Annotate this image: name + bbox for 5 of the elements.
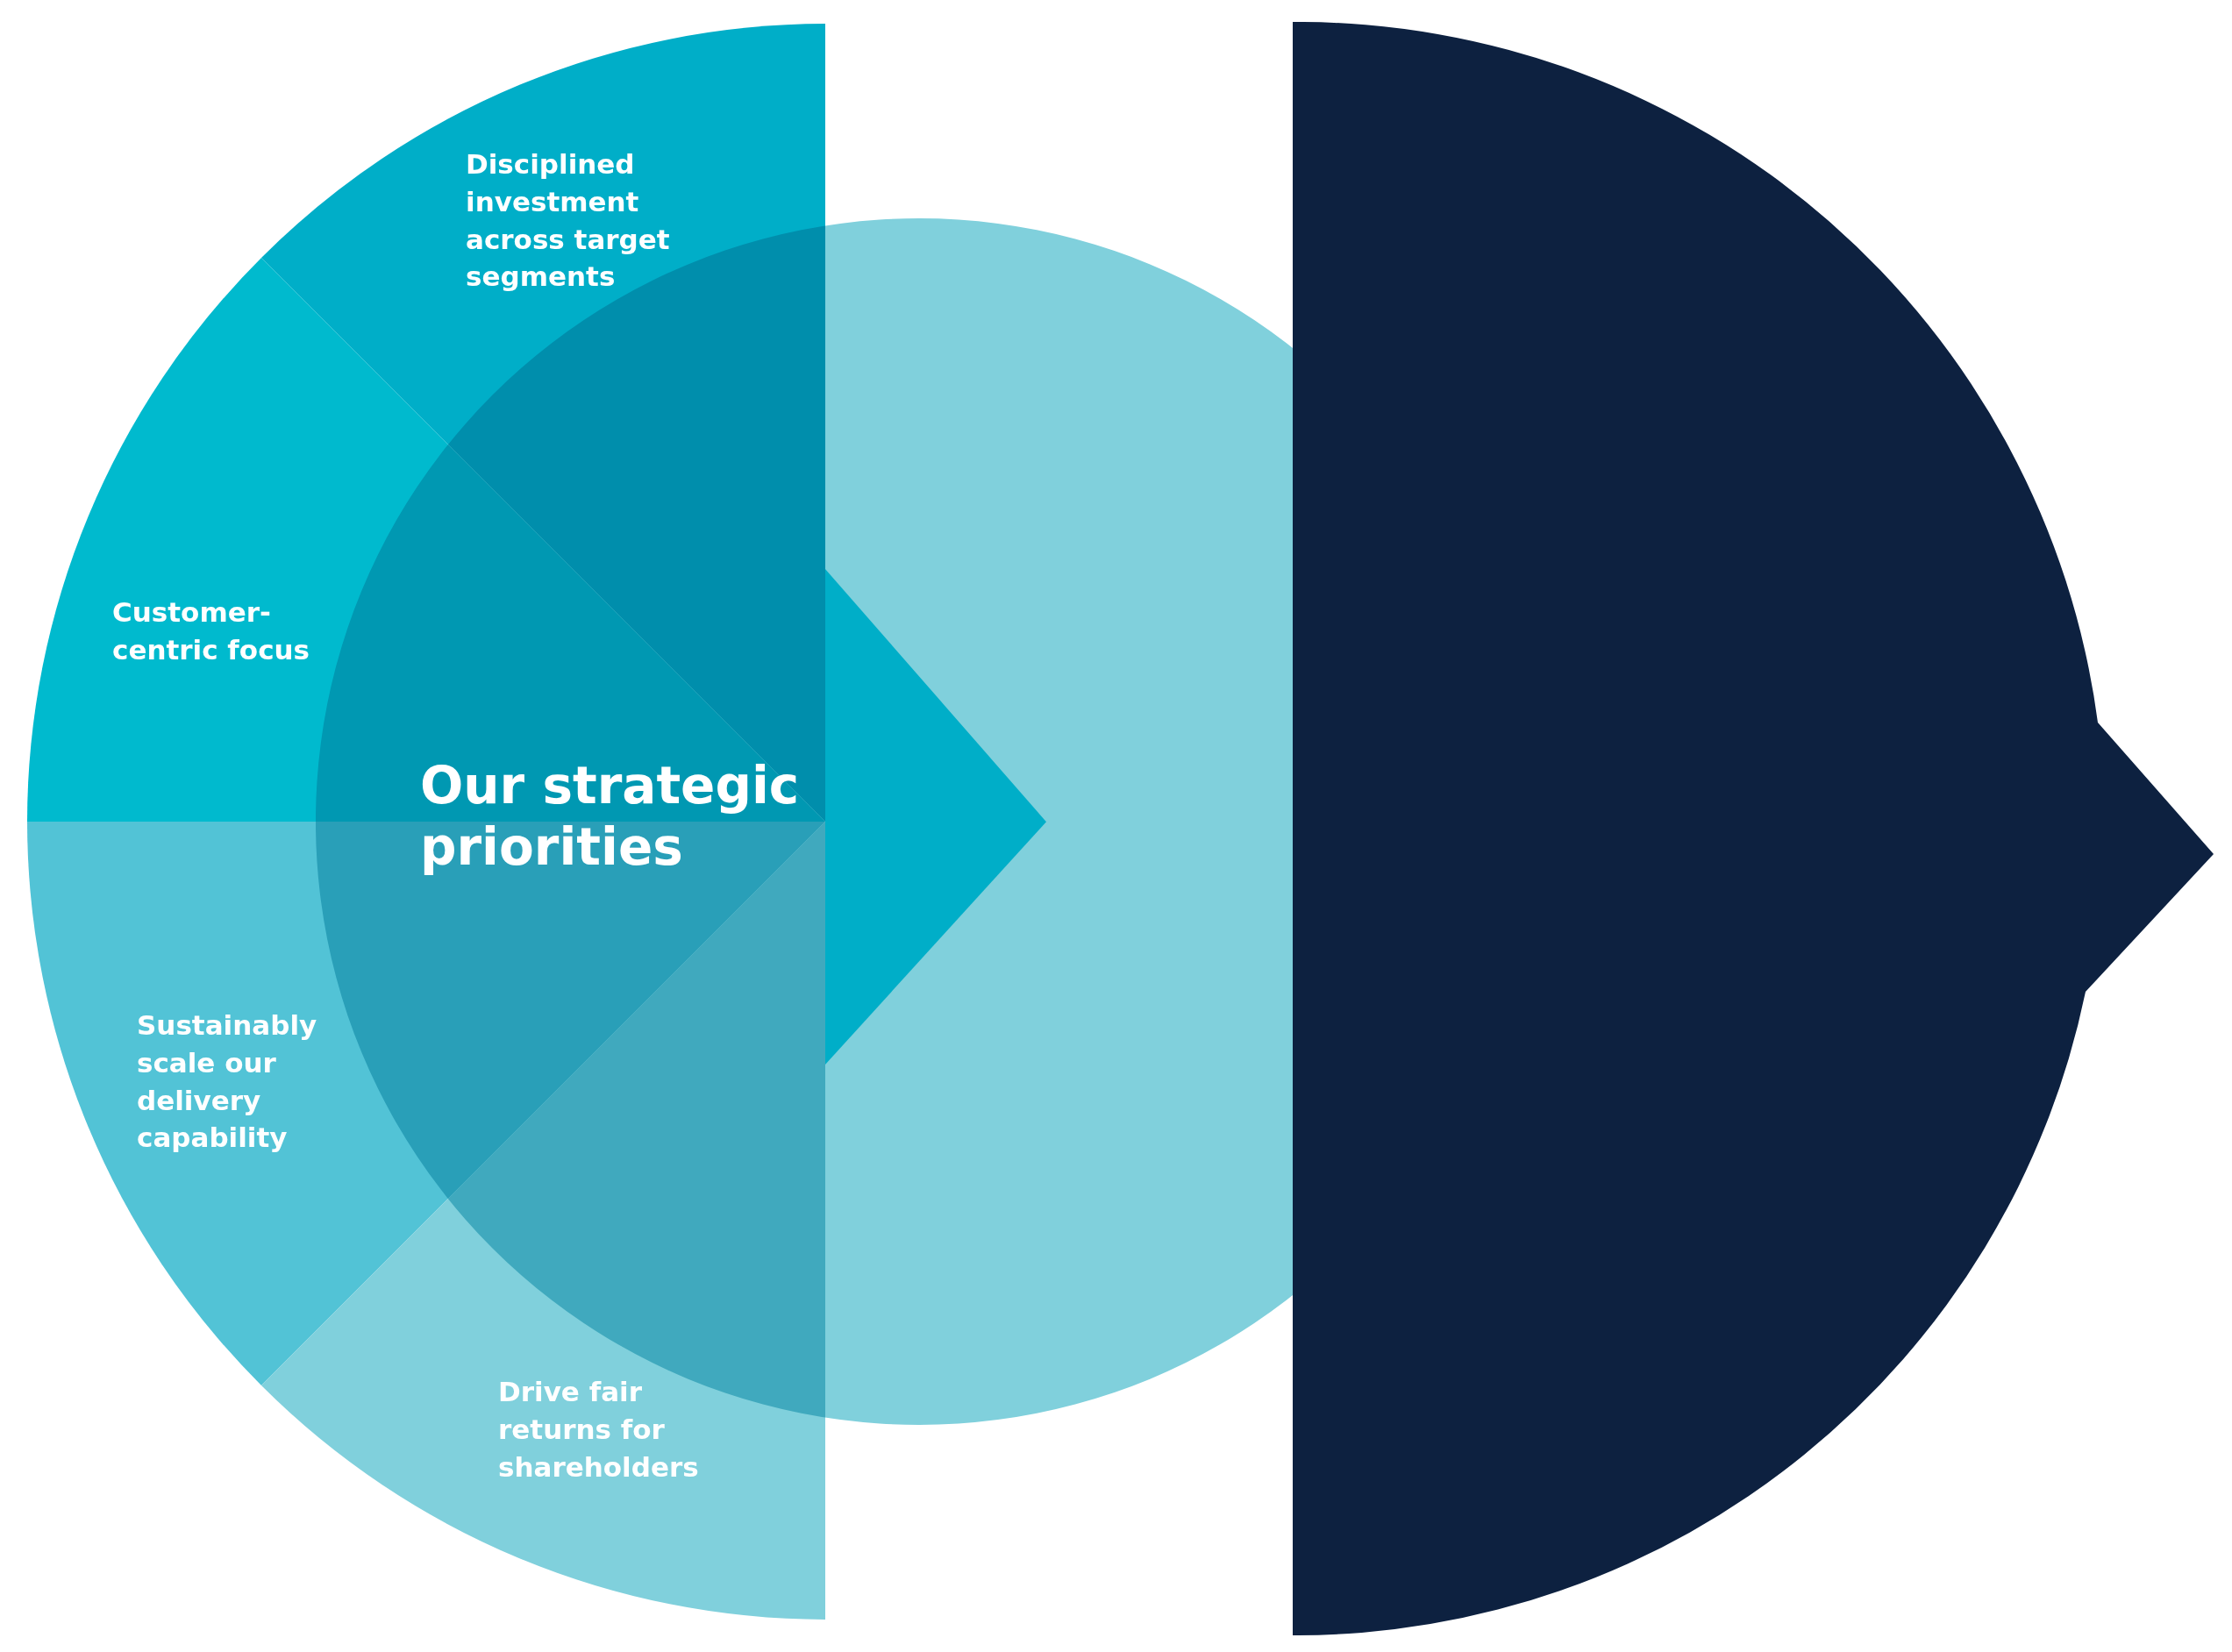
segment-label: Disciplined investment across target segments [466,147,671,295]
segment-label: Customer-centric focus [112,595,311,667]
segment-label: Sustainably scale our delivery capability [137,1008,318,1156]
segment-label: Drive fair returns for shareholders [498,1375,700,1485]
diagram-title: Our strategic priorities [420,756,801,879]
